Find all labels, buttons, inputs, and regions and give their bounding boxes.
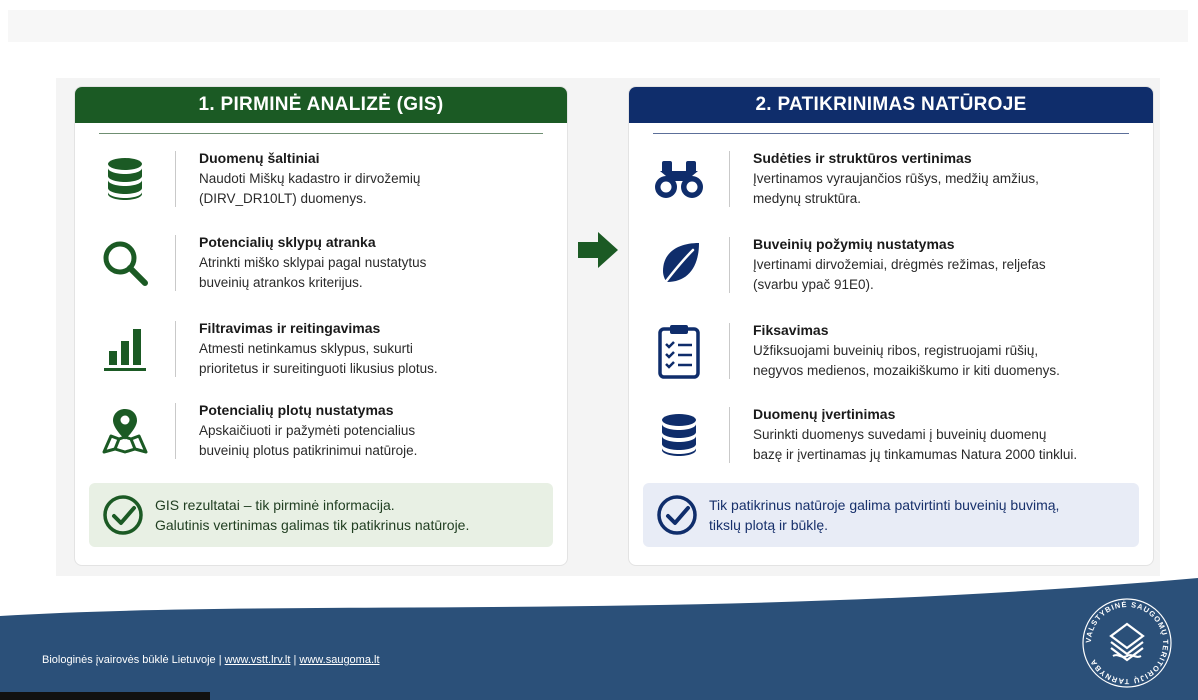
list-item: Potencialių sklypų atranka Atrinkti mišk… bbox=[75, 233, 567, 305]
item-desc-line: prioritetus ir sureitinguoti likusius pl… bbox=[199, 361, 438, 376]
database-icon bbox=[97, 153, 153, 205]
arrow-right-icon bbox=[576, 230, 620, 270]
item-title: Buveinių požymių nustatymas bbox=[753, 236, 955, 252]
magnifier-icon bbox=[97, 237, 153, 289]
item-desc-line: Atrinkti miško sklypai pagal nustatytus bbox=[199, 255, 427, 270]
item-title: Potencialių sklypų atranka bbox=[199, 234, 376, 250]
separator bbox=[729, 237, 730, 293]
footer-link-saugoma[interactable]: www.saugoma.lt bbox=[299, 654, 380, 666]
item-desc-line: Įvertinami dirvožemiai, drėgmės režimas,… bbox=[753, 257, 1046, 272]
footer-link-vstt[interactable]: www.vstt.lrv.lt bbox=[224, 654, 291, 666]
item-desc-line: buveinių plotus patikrinimui natūroje. bbox=[199, 443, 418, 458]
separator bbox=[729, 323, 730, 379]
bar-chart-icon bbox=[97, 323, 153, 375]
divider bbox=[99, 133, 543, 134]
note-line: Galutinis vertinimas galimas tik patikri… bbox=[155, 517, 470, 533]
separator bbox=[729, 407, 730, 463]
gis-analysis-panel: 1. PIRMINĖ ANALIZĖ (GIS) Duomenų šaltini… bbox=[74, 86, 568, 566]
item-title: Potencialių plotų nustatymas bbox=[199, 402, 394, 418]
gis-note-box: GIS rezultatai – tik pirminė informacija… bbox=[89, 483, 553, 547]
list-item: Filtravimas ir reitingavimas Atmesti net… bbox=[75, 319, 567, 391]
top-strip bbox=[8, 10, 1188, 42]
item-title: Filtravimas ir reitingavimas bbox=[199, 320, 381, 336]
list-item: Duomenų šaltiniai Naudoti Miškų kadastro… bbox=[75, 149, 567, 221]
item-title: Duomenų įvertinimas bbox=[753, 406, 896, 422]
divider bbox=[653, 133, 1129, 134]
separator bbox=[175, 151, 176, 207]
check-circle-icon bbox=[655, 493, 699, 537]
svg-text:VALSTYBINĖ SAUGOMŲ TERITORIJŲ: VALSTYBINĖ SAUGOMŲ TERITORIJŲ TARNYBA bbox=[1084, 600, 1170, 686]
map-pin-icon bbox=[97, 405, 153, 457]
list-item: Sudėties ir struktūros vertinimas Įverti… bbox=[629, 149, 1153, 221]
item-desc-line: medynų struktūra. bbox=[753, 191, 862, 206]
footer-label: Biologinės įvairovės būklė Lietuvoje | bbox=[42, 654, 225, 666]
binoculars-icon bbox=[651, 153, 707, 205]
separator bbox=[175, 235, 176, 291]
check-circle-icon bbox=[101, 493, 145, 537]
note-line: tikslų plotą ir būklę. bbox=[709, 517, 829, 533]
footer-separator: | bbox=[290, 654, 300, 666]
database-icon bbox=[651, 409, 707, 461]
separator bbox=[729, 151, 730, 207]
list-item: Buveinių požymių nustatymas Įvertinami d… bbox=[629, 235, 1153, 307]
note-line: GIS rezultatai – tik pirminė informacija… bbox=[155, 497, 395, 513]
agency-seal-logo: VALSTYBINĖ SAUGOMŲ TERITORIJŲ TARNYBA bbox=[1082, 598, 1172, 688]
panel-title: 2. PATIKRINIMAS NATŪROJE bbox=[629, 87, 1153, 123]
list-item: Fiksavimas Užfiksuojami buveinių ribos, … bbox=[629, 321, 1153, 393]
footer-text: Biologinės įvairovės būklė Lietuvoje | w… bbox=[42, 654, 380, 666]
leaf-icon bbox=[651, 239, 707, 291]
item-desc-line: Užfiksuojami buveinių ribos, registruoja… bbox=[753, 343, 1039, 358]
item-desc-line: negyvos medienos, mozaikiškumo ir kiti d… bbox=[753, 363, 1060, 378]
item-title: Duomenų šaltiniai bbox=[199, 150, 320, 166]
item-title: Fiksavimas bbox=[753, 322, 829, 338]
item-desc-line: Apskaičiuoti ir pažymėti potencialius bbox=[199, 423, 416, 438]
item-desc-line: Surinkti duomenys suvedami į buveinių du… bbox=[753, 427, 1047, 442]
item-desc-line: bazę ir įvertinamas jų tinkamumas Natura… bbox=[753, 447, 1078, 462]
item-desc-line: (DIRV_DR10LT) duomenys. bbox=[199, 191, 367, 206]
separator bbox=[175, 403, 176, 459]
item-desc-line: Įvertinamos vyraujančios rūšys, medžių a… bbox=[753, 171, 1039, 186]
verification-note-box: Tik patikrinus natūroje galima patvirtin… bbox=[643, 483, 1139, 547]
item-desc-line: Atmesti netinkamus sklypus, sukurti bbox=[199, 341, 413, 356]
bottom-bar bbox=[0, 692, 210, 700]
item-desc-line: buveinių atrankos kriterijus. bbox=[199, 275, 363, 290]
item-desc-line: Naudoti Miškų kadastro ir dirvožemių bbox=[199, 171, 421, 186]
panel-title: 1. PIRMINĖ ANALIZĖ (GIS) bbox=[75, 87, 567, 123]
clipboard-icon bbox=[651, 325, 707, 379]
list-item: Potencialių plotų nustatymas Apskaičiuot… bbox=[75, 401, 567, 473]
footer-wave bbox=[0, 578, 1198, 700]
field-verification-panel: 2. PATIKRINIMAS NATŪROJE Sudėties ir str… bbox=[628, 86, 1154, 566]
separator bbox=[175, 321, 176, 377]
item-desc-line: (svarbu ypač 91E0). bbox=[753, 277, 874, 292]
note-line: Tik patikrinus natūroje galima patvirtin… bbox=[709, 497, 1060, 513]
list-item: Duomenų įvertinimas Surinkti duomenys su… bbox=[629, 405, 1153, 477]
item-title: Sudėties ir struktūros vertinimas bbox=[753, 150, 972, 166]
